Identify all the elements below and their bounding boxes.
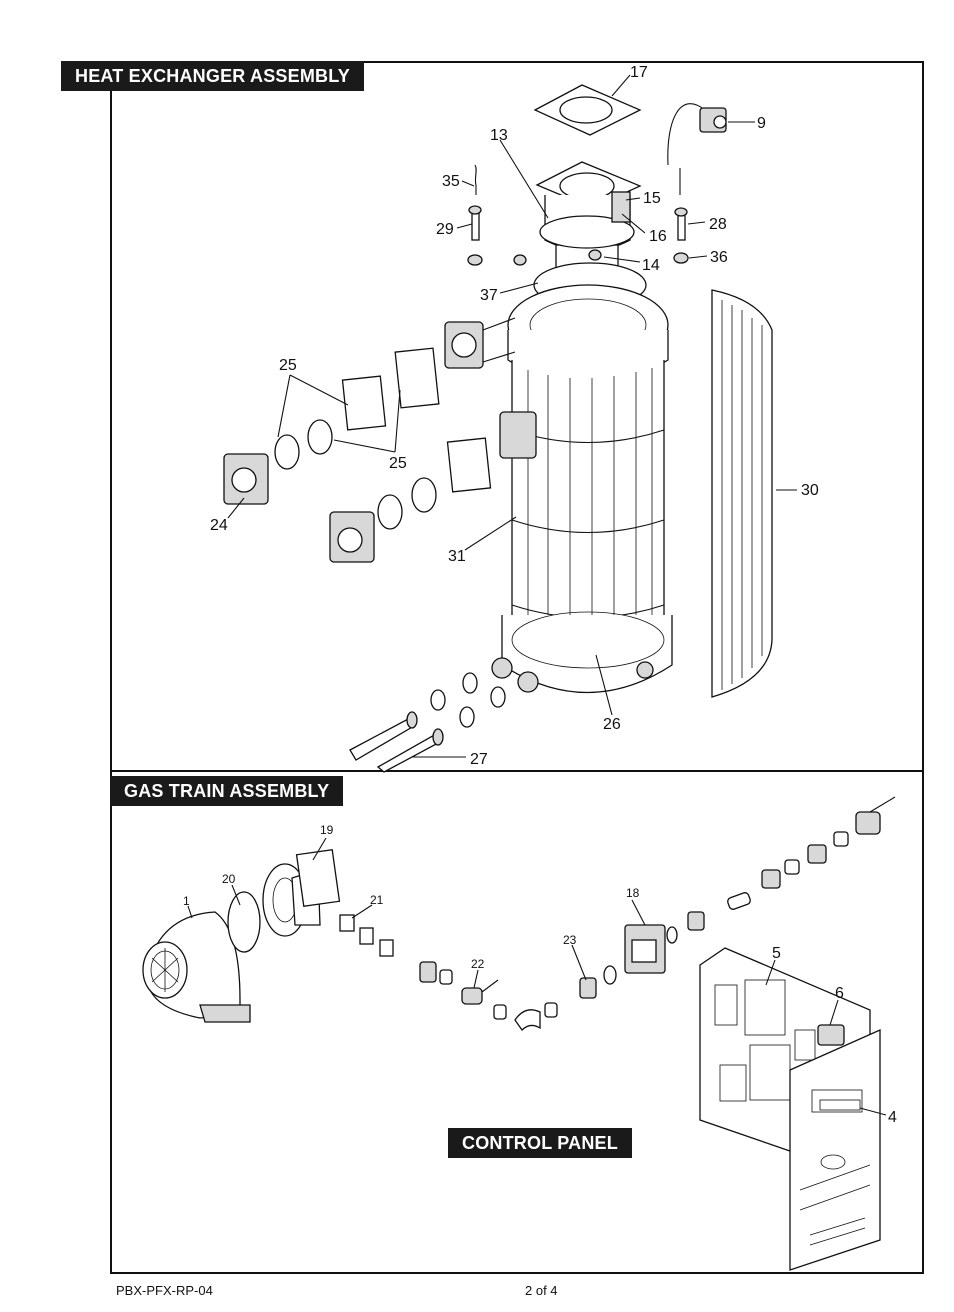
callout-31: 31	[448, 548, 466, 565]
callout-25-top: 25	[279, 357, 297, 374]
callout-27: 27	[470, 751, 488, 768]
callout-20: 20	[222, 872, 236, 886]
callout-17: 17	[630, 64, 648, 81]
callout-1: 1	[183, 894, 190, 908]
callout-19: 19	[320, 823, 334, 837]
callout-5: 5	[772, 945, 781, 962]
callout-29: 29	[436, 221, 454, 238]
callout-13: 13	[490, 127, 508, 144]
callout-16: 16	[649, 228, 667, 245]
heat-exchanger-callouts: 17 9 13 35 15 29 16 28 14 36 37 25 25 30…	[210, 64, 819, 768]
gas-train-title: GAS TRAIN ASSEMBLY	[110, 776, 344, 806]
heat-exchanger-title: HEAT EXCHANGER ASSEMBLY	[61, 61, 364, 91]
callout-25-bottom: 25	[389, 455, 407, 472]
callout-6: 6	[835, 985, 844, 1002]
gas-train-frame	[110, 770, 924, 1274]
footer-page-number: 2 of 4	[525, 1283, 558, 1298]
heat-exchanger-leaders	[227, 74, 797, 758]
callout-23: 23	[563, 933, 577, 947]
callout-18: 18	[626, 886, 640, 900]
gas-train-parts	[142, 796, 896, 1032]
callout-37: 37	[480, 287, 498, 304]
callout-36: 36	[710, 249, 728, 266]
callout-26: 26	[603, 716, 621, 733]
callout-9: 9	[757, 115, 766, 132]
control-panel-title: CONTROL PANEL	[448, 1128, 632, 1158]
callout-15: 15	[643, 190, 661, 207]
callout-24: 24	[210, 517, 228, 534]
callout-35: 35	[442, 173, 460, 190]
gas-train-callouts: 19 20 1 21 18 23 22 5 6 4	[183, 823, 897, 1126]
heat-exchanger-parts	[223, 84, 773, 773]
callout-28: 28	[709, 216, 727, 233]
callout-4: 4	[888, 1109, 897, 1126]
control-panel-parts	[699, 947, 881, 1271]
footer-doc-id: PBX-PFX-RP-04	[116, 1283, 213, 1298]
gas-train-leaders	[187, 837, 887, 1116]
callout-21: 21	[370, 893, 384, 907]
callout-14: 14	[642, 257, 660, 274]
callout-30: 30	[801, 482, 819, 499]
callout-22: 22	[471, 957, 485, 971]
